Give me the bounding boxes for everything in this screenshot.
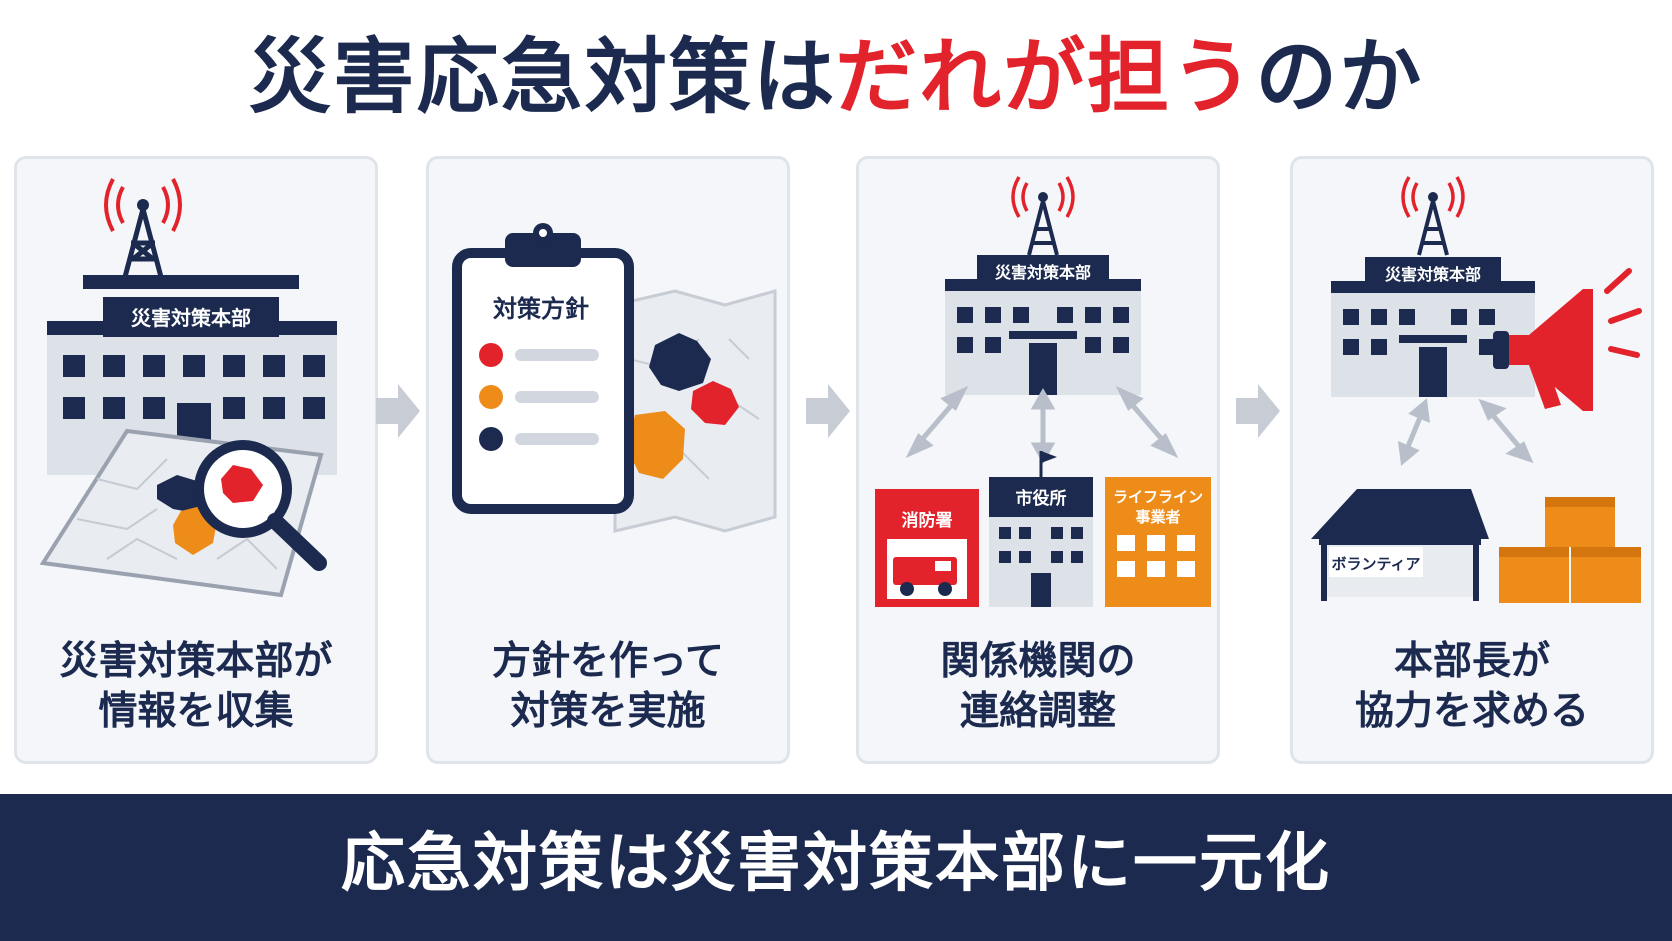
arrow-right-icon (1236, 384, 1280, 438)
page-title: 災害応急対策はだれが担うのか (0, 18, 1672, 138)
building-icon: 災害対策本部 (1331, 257, 1535, 397)
agency-fire-label: 消防署 (902, 510, 953, 531)
arrow-right-icon (806, 384, 850, 438)
agency-city-label: 市役所 (1016, 488, 1067, 509)
connection-arrows (905, 385, 1179, 465)
agency-lifeline-line1: ライフライン (1113, 488, 1203, 506)
panel-3-caption-line2: 連絡調整 (959, 689, 1116, 734)
title-prefix: 災害応急対策は (248, 30, 836, 125)
radio-tower-icon (1401, 176, 1465, 256)
city-hall-icon: 市役所 (989, 451, 1093, 607)
building-sign-label: 災害対策本部 (995, 263, 1091, 282)
panel-4-caption-line2: 協力を求める (1354, 689, 1589, 734)
radio-tower-icon (104, 178, 182, 278)
building-sign-label: 災害対策本部 (1385, 265, 1481, 284)
title-suffix: のか (1255, 30, 1424, 125)
boxes-icon (1499, 497, 1641, 603)
title-highlight: だれが担う (835, 30, 1256, 125)
megaphone-icon (1493, 268, 1642, 411)
tent-label: ボランティア (1331, 555, 1420, 573)
panel-3-illustration: 災害対策本部 消防署 市役所 (875, 176, 1211, 607)
panel-1-caption-line2: 情報を収集 (98, 689, 294, 734)
magnifier-icon (194, 440, 327, 571)
connection-arrows (1397, 398, 1534, 466)
panel-2-caption-line2: 対策を実施 (510, 689, 706, 734)
arrow-right-icon (376, 384, 420, 438)
office-building-icon: ライフライン 事業者 (1105, 477, 1211, 607)
panel-3-caption-line1: 関係機関の (940, 639, 1136, 684)
clipboard-icon: 対策方針 (452, 223, 634, 514)
panel-policy: 対策方針 方針を作って 対策を実施 (426, 156, 790, 764)
panel-4-caption-line1: 本部長が (1393, 639, 1550, 684)
panel-coordination: 災害対策本部 消防署 市役所 (856, 156, 1220, 764)
panel-4-illustration: 災害対策本部 ボラン (1311, 176, 1642, 603)
clipboard-title: 対策方針 (493, 295, 589, 323)
panel-2-illustration: 対策方針 (452, 223, 777, 533)
panel-1-illustration: 災害対策本部 (39, 178, 337, 598)
building-icon: 災害対策本部 (945, 255, 1141, 395)
panel-request-cooperation: 災害対策本部 ボラン (1290, 156, 1654, 764)
footer-banner: 応急対策は災害対策本部に一元化 (0, 794, 1672, 941)
panel-1-caption-line1: 災害対策本部が (59, 639, 333, 684)
radio-tower-icon (1011, 176, 1075, 256)
panel-4-caption: 本部長が 協力を求める (1293, 637, 1651, 737)
panel-1-caption: 災害対策本部が 情報を収集 (17, 637, 375, 737)
panel-2-caption: 方針を作って 対策を実施 (429, 637, 787, 737)
panel-3-caption: 関係機関の 連絡調整 (859, 637, 1217, 737)
agency-lifeline-line2: 事業者 (1135, 508, 1180, 526)
panel-collect-info: 災害対策本部 災害対策本部が 情報を収集 (14, 156, 378, 764)
panel-2-caption-line1: 方針を作って (491, 639, 725, 684)
tent-icon: ボランティア (1311, 489, 1489, 601)
fire-station-icon: 消防署 (875, 489, 979, 607)
map-icon (613, 289, 777, 533)
building-sign-label: 災害対策本部 (131, 306, 251, 330)
